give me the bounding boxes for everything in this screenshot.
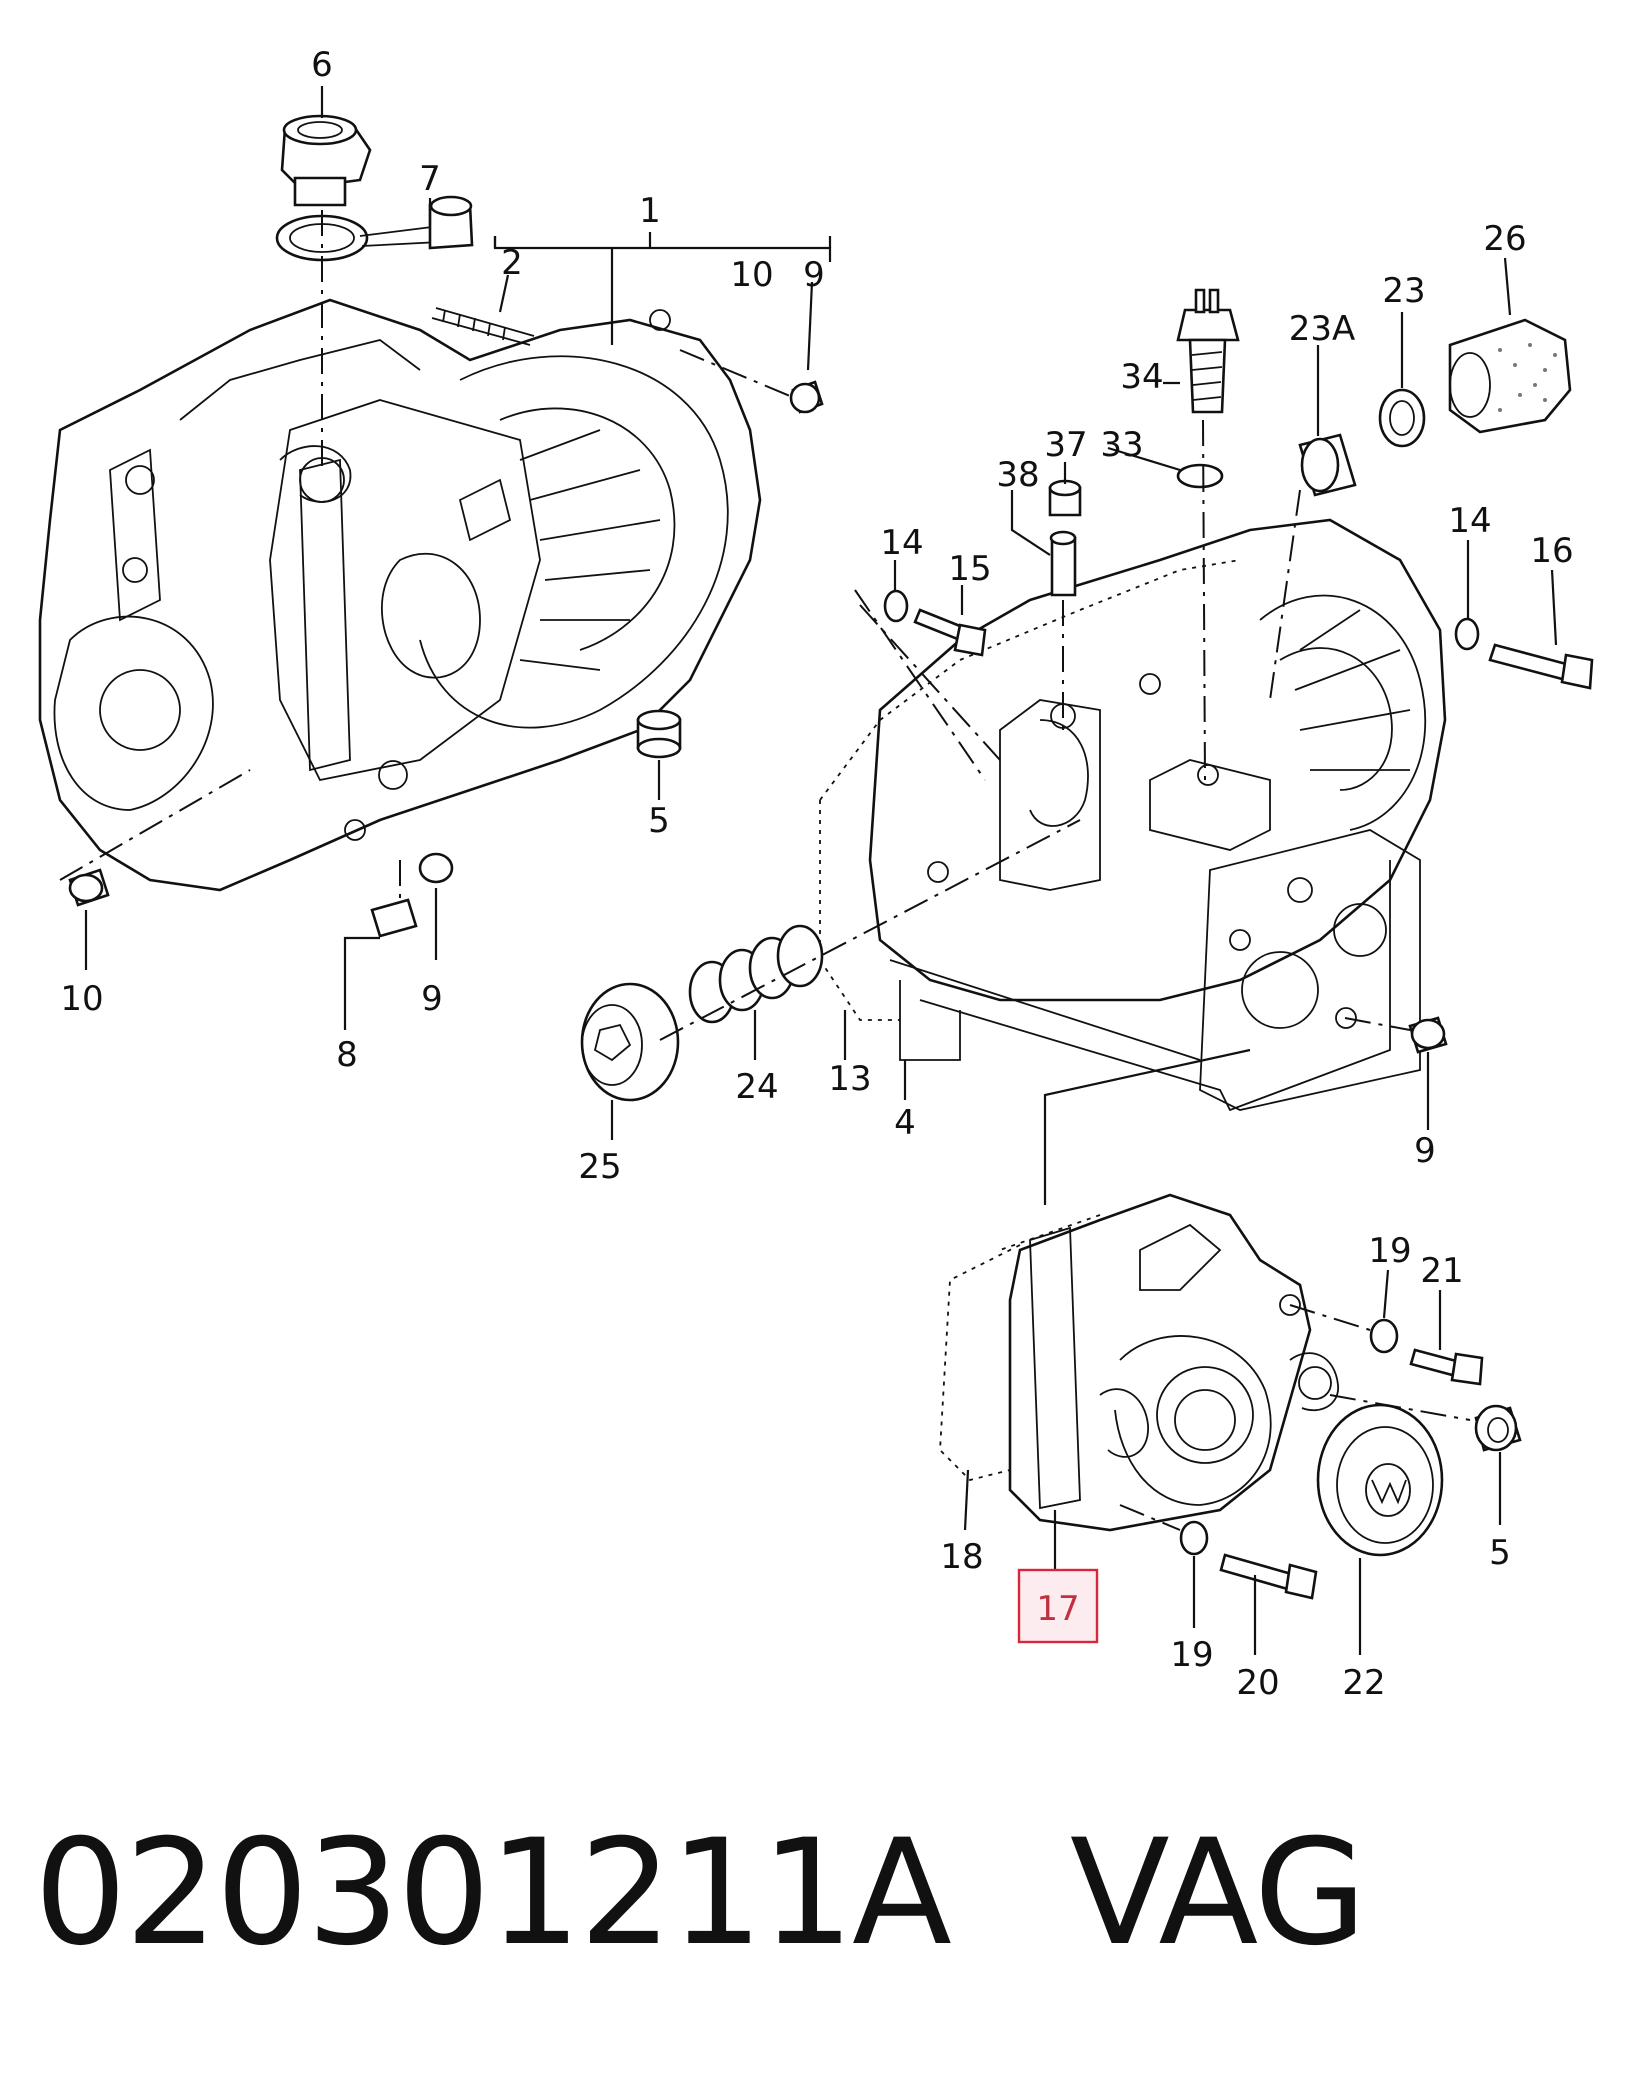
long-bolt-part bbox=[1488, 643, 1594, 690]
callout-26: 26 bbox=[1483, 219, 1526, 259]
bolt-part bbox=[913, 608, 987, 657]
callout-38: 38 bbox=[996, 455, 1039, 495]
callout-14-left: 14 bbox=[880, 523, 923, 563]
callout-9-top: 9 bbox=[803, 255, 825, 295]
callout-1-bracket bbox=[493, 236, 832, 248]
callout-10-bottom: 10 bbox=[60, 979, 103, 1019]
cover-bolt-part bbox=[1409, 1348, 1484, 1386]
dowel-sleeve-part-right bbox=[1408, 1016, 1448, 1054]
key-part bbox=[370, 898, 418, 938]
screw-plug-part bbox=[580, 982, 680, 1102]
cover-washer-part bbox=[1369, 1318, 1399, 1354]
callout-17: 17 bbox=[1036, 1589, 1079, 1629]
sealing-plug-part bbox=[636, 709, 682, 759]
callout-33: 33 bbox=[1100, 425, 1143, 465]
callout-34: 34 bbox=[1120, 357, 1163, 397]
callout-2: 2 bbox=[501, 243, 523, 283]
callout-18: 18 bbox=[940, 1537, 983, 1577]
stud-part bbox=[431, 307, 535, 346]
callout-8: 8 bbox=[336, 1035, 358, 1075]
callout-25: 25 bbox=[578, 1147, 621, 1187]
callout-4: 4 bbox=[894, 1103, 916, 1143]
dowel-sleeve-part-lower bbox=[418, 852, 454, 884]
callout-20: 20 bbox=[1236, 1663, 1279, 1700]
sleeve-part bbox=[68, 868, 110, 907]
cover-gasket bbox=[939, 1214, 1101, 1481]
pin-part bbox=[1049, 530, 1077, 597]
callout-6: 6 bbox=[311, 45, 333, 85]
gasket-outline bbox=[819, 559, 1241, 1021]
part-number: 020301211A bbox=[34, 1808, 952, 1978]
callout-21: 21 bbox=[1420, 1251, 1463, 1291]
callout-14-right: 14 bbox=[1448, 501, 1491, 541]
cover-leader-lines bbox=[963, 1269, 1502, 1655]
callout-37: 37 bbox=[1044, 425, 1087, 465]
transmission-housing-drawing bbox=[38, 298, 762, 892]
callout-1: 1 bbox=[639, 191, 661, 231]
breather-gasket-part bbox=[275, 195, 474, 262]
callout-7: 7 bbox=[419, 159, 441, 199]
callout-19-bottom: 19 bbox=[1170, 1635, 1213, 1675]
highlighted-callout[interactable]: 17 bbox=[1017, 1568, 1099, 1644]
cover-long-bolt-part bbox=[1219, 1553, 1318, 1600]
brand-name: VAG bbox=[1069, 1808, 1367, 1978]
washer-part-right bbox=[1454, 617, 1480, 651]
callout-24: 24 bbox=[735, 1067, 778, 1107]
sealing-ring-part bbox=[1176, 463, 1224, 489]
cover-plug-part bbox=[1474, 1404, 1522, 1452]
cover-washer-part-lower bbox=[1179, 1520, 1209, 1556]
callout-5-right: 5 bbox=[1489, 1533, 1511, 1573]
exploded-gearbox-diagram: 6 7 1 2 10 9 5 10 9 8 25 24 13 4 9 34 33… bbox=[38, 45, 1594, 1700]
spring-part bbox=[688, 924, 824, 1024]
right-leader-lines bbox=[610, 257, 1558, 1205]
callout-15: 15 bbox=[948, 549, 991, 589]
callout-5-left: 5 bbox=[648, 801, 670, 841]
callout-23: 23 bbox=[1382, 271, 1425, 311]
washer-part bbox=[883, 589, 909, 623]
callout-9-right: 9 bbox=[1414, 1131, 1436, 1171]
callout-13: 13 bbox=[828, 1059, 871, 1099]
oil-seal-part bbox=[1378, 388, 1426, 448]
boot-part bbox=[1448, 318, 1572, 434]
switch-part bbox=[1176, 288, 1240, 414]
callout-labels: 6 7 1 2 10 9 5 10 9 8 25 24 13 4 9 34 33… bbox=[60, 45, 1573, 1700]
bushing-part bbox=[1298, 433, 1357, 497]
gearbox-cover-drawing bbox=[1008, 1193, 1339, 1532]
highlight-box bbox=[1017, 1568, 1099, 1644]
breather-cap-part bbox=[280, 114, 372, 207]
callout-23a: 23A bbox=[1289, 309, 1356, 349]
callout-10-top: 10 bbox=[730, 255, 773, 295]
callout-22: 22 bbox=[1342, 1663, 1385, 1700]
stud-thread bbox=[442, 309, 506, 341]
dowel-sleeve-part bbox=[789, 380, 824, 414]
cap-part bbox=[1048, 479, 1082, 517]
callout-16: 16 bbox=[1530, 531, 1573, 571]
callout-19-top: 19 bbox=[1368, 1231, 1411, 1271]
part-number-line: 020301211A VAG bbox=[34, 1808, 1367, 1978]
callout-9-left: 9 bbox=[421, 979, 443, 1019]
end-cap-part bbox=[1316, 1403, 1444, 1557]
